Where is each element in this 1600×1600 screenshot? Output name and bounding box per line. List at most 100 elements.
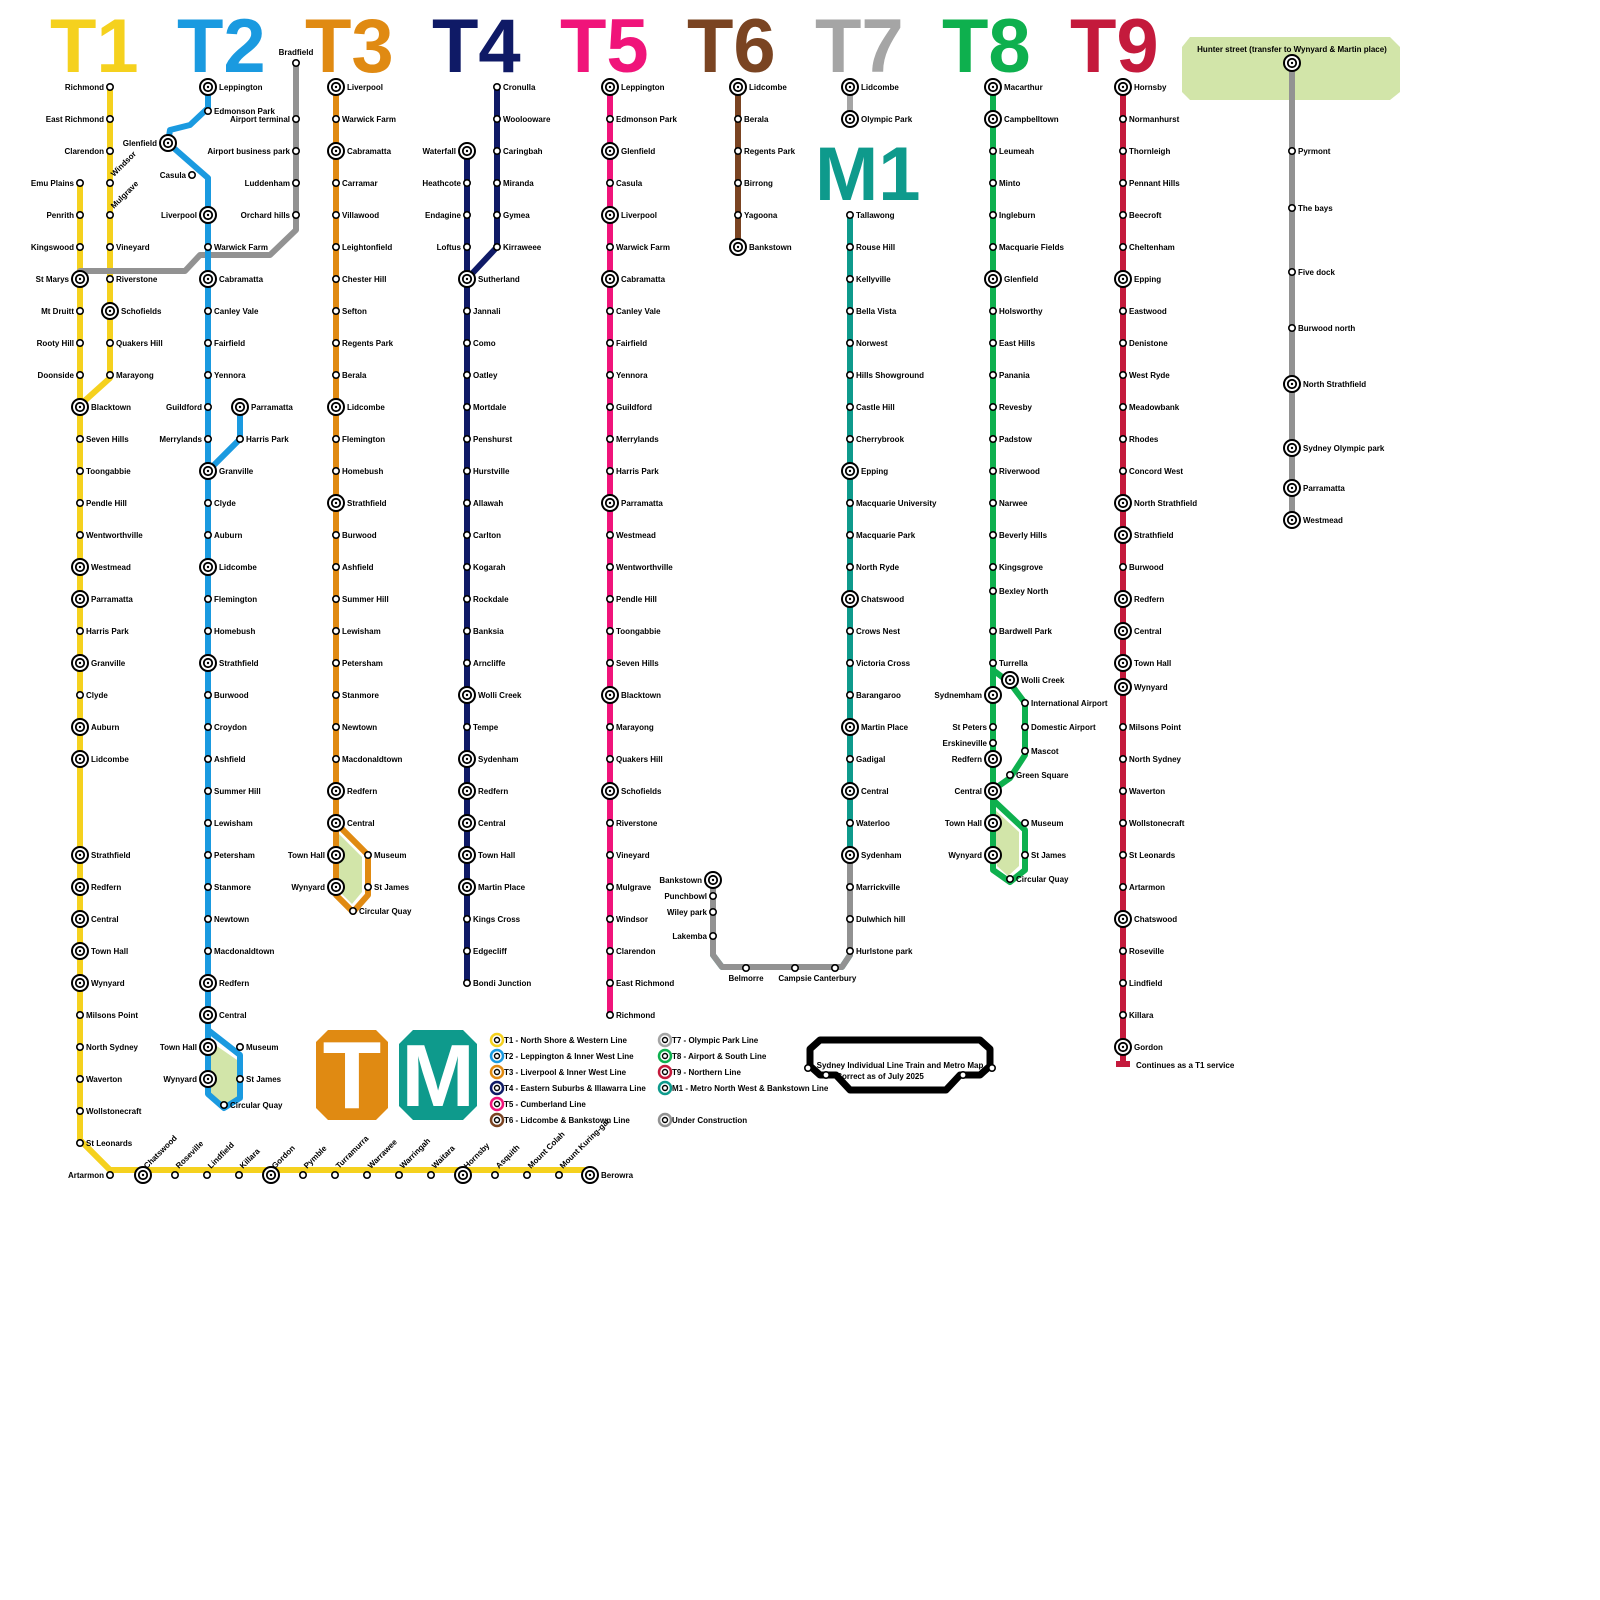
station-t4-tempe: [462, 722, 471, 731]
station-t5-quakers-hill: [605, 754, 614, 763]
station-t5-guildford-label: Guildford: [616, 403, 652, 412]
station-t3-lidcombe-core: [334, 405, 338, 409]
station-t5-windsor: [605, 914, 614, 923]
station-t6-bankstown-core: [736, 245, 740, 249]
station-t3-town-hall-label: Town Hall: [288, 851, 325, 860]
station-t1-milsons-point: [76, 1010, 85, 1019]
station-t5-mulgrave-label: Mulgrave: [616, 883, 652, 892]
station-t1-gordon-core: [269, 1173, 273, 1177]
station-t3-strathfield-label: Strathfield: [347, 499, 387, 508]
line-title-t9: T9: [1070, 4, 1159, 89]
station-m1-macquarie-university: [845, 498, 854, 507]
station-t1-windsor: [106, 179, 115, 188]
station-t5-wentworthville: [605, 562, 614, 571]
station-t1-pymble-label: Pymble: [302, 1144, 329, 1171]
station-m1-sydenham-core: [848, 853, 852, 857]
station-t4-rockdale-label: Rockdale: [473, 595, 509, 604]
station-m1-cherrybrook-label: Cherrybrook: [856, 435, 905, 444]
station-t2-clyde: [204, 498, 213, 507]
station-m1-tallawong: [845, 211, 854, 220]
station-t2-petersham-label: Petersham: [214, 851, 255, 860]
station-m1-north-ryde: [845, 562, 854, 571]
station-t2-circular-quay-label: Circular Quay: [230, 1101, 283, 1110]
station-t8-erskineville-label: Erskineville: [943, 739, 988, 748]
station-t5-merrylands-label: Merrylands: [616, 435, 659, 444]
station-t4-woolooware-label: Woolooware: [503, 115, 551, 124]
station-t1-berowra-label: Berowra: [601, 1171, 634, 1180]
station-t1-schofields-label: Schofields: [121, 307, 162, 316]
station-t4-allawah-label: Allawah: [473, 499, 503, 508]
station-t3-burwood: [331, 530, 340, 539]
station-t9-waverton: [1119, 786, 1128, 795]
station-t8-circular-quay-label: Circular Quay: [1016, 875, 1069, 884]
station-t2-cabramatta-core: [206, 277, 210, 281]
legend-item-t9-dot: [661, 1068, 669, 1076]
station-t4-banksia-label: Banksia: [473, 627, 504, 636]
station-t1-lidcombe-label: Lidcombe: [91, 755, 129, 764]
station-t9-artarmon: [1119, 882, 1128, 891]
station-t1-asquith-label: Asquith: [494, 1143, 521, 1170]
station-m1ext-wiley-park-label: Wiley park: [667, 908, 707, 917]
station-t4-kogarah-label: Kogarah: [473, 563, 506, 572]
station-m1ext-wiley-park: [708, 907, 717, 916]
station-t2-guildford-label: Guildford: [166, 403, 202, 412]
station-t3-redfern-core: [334, 789, 338, 793]
station-t8-east-hills: [988, 338, 997, 347]
station-t3-homebush: [331, 466, 340, 475]
station-t5-leppington-label: Leppington: [621, 83, 665, 92]
station-t8-minto-label: Minto: [999, 179, 1020, 188]
station-t3-macdonaldtown: [331, 754, 340, 763]
station-t1-penrith-label: Penrith: [46, 211, 74, 220]
station-t3-berala-label: Berala: [342, 371, 367, 380]
station-t9-beecroft-label: Beecroft: [1129, 211, 1162, 220]
station-t4-waterfall-core: [465, 149, 469, 153]
station-airport-airport-business-park: [291, 147, 300, 156]
station-t3-petersham: [331, 658, 340, 667]
line-title-t2: T2: [177, 4, 266, 89]
station-t9-cheltenham: [1119, 243, 1128, 252]
station-m1-castle-hill: [845, 402, 854, 411]
station-t2-merrylands-label: Merrylands: [159, 435, 202, 444]
station-t1-westmead-core: [78, 565, 82, 569]
station-t1-auburn-core: [78, 725, 82, 729]
station-t5-vineyard: [605, 850, 614, 859]
station-m1-martin-place-label: Martin Place: [861, 723, 909, 732]
station-t4-waterfall-label: Waterfall: [423, 147, 457, 156]
station-t5-yennora-label: Yennora: [616, 371, 648, 380]
station-t5-clarendon-label: Clarendon: [616, 947, 656, 956]
station-t5-yennora: [605, 370, 614, 379]
station-t1-toongabbie-label: Toongabbie: [86, 467, 131, 476]
station-metrowest-parramatta-label: Parramatta: [1303, 484, 1345, 493]
station-t3-sefton-label: Sefton: [342, 307, 367, 316]
station-t1-penrith: [76, 211, 85, 220]
station-m1-epping-core: [848, 469, 852, 473]
station-t3-wynyard-label: Wynyard: [291, 883, 325, 892]
station-metrowest-sydney-olympic-park-label: Sydney Olympic park: [1303, 444, 1385, 453]
station-t1-chatswood-label: Chatswood: [142, 1133, 179, 1170]
station-t9-hornsby-core: [1121, 85, 1125, 89]
station-m1-dulwhich-hill-label: Dulwhich hill: [856, 915, 905, 924]
station-t1-town-hall-label: Town Hall: [91, 947, 128, 956]
station-m1-central-label: Central: [861, 787, 889, 796]
station-t2-croydon-label: Croydon: [214, 723, 247, 732]
station-m1-bella-vista: [845, 306, 854, 315]
station-t8-international-airport: [1020, 698, 1029, 707]
station-t1-clyde-label: Clyde: [86, 691, 108, 700]
station-t1-windsor-label: Windsor: [109, 149, 138, 178]
station-t4-gymea: [492, 211, 501, 220]
station-m1-chatswood-core: [848, 597, 852, 601]
line-title-t7: T7: [815, 4, 904, 89]
station-t9-meadowbank: [1119, 402, 1128, 411]
t9-note-label: Continues as a T1 service: [1136, 1061, 1235, 1070]
station-t9-milsons-point-label: Milsons Point: [1129, 723, 1181, 732]
station-t4-como: [462, 338, 471, 347]
station-t4-wolli-creek-core: [465, 693, 469, 697]
station-t8-redfern-core: [991, 757, 995, 761]
station-t2-newtown: [204, 914, 213, 923]
station-t6-regents-park: [733, 147, 742, 156]
station-t8-green-square: [1005, 770, 1014, 779]
station-t4-central-core: [465, 821, 469, 825]
station-t5-marayong-label: Marayong: [616, 723, 654, 732]
station-t3-lewisham-label: Lewisham: [342, 627, 381, 636]
station-metrowest-burwood-north: [1288, 323, 1297, 332]
